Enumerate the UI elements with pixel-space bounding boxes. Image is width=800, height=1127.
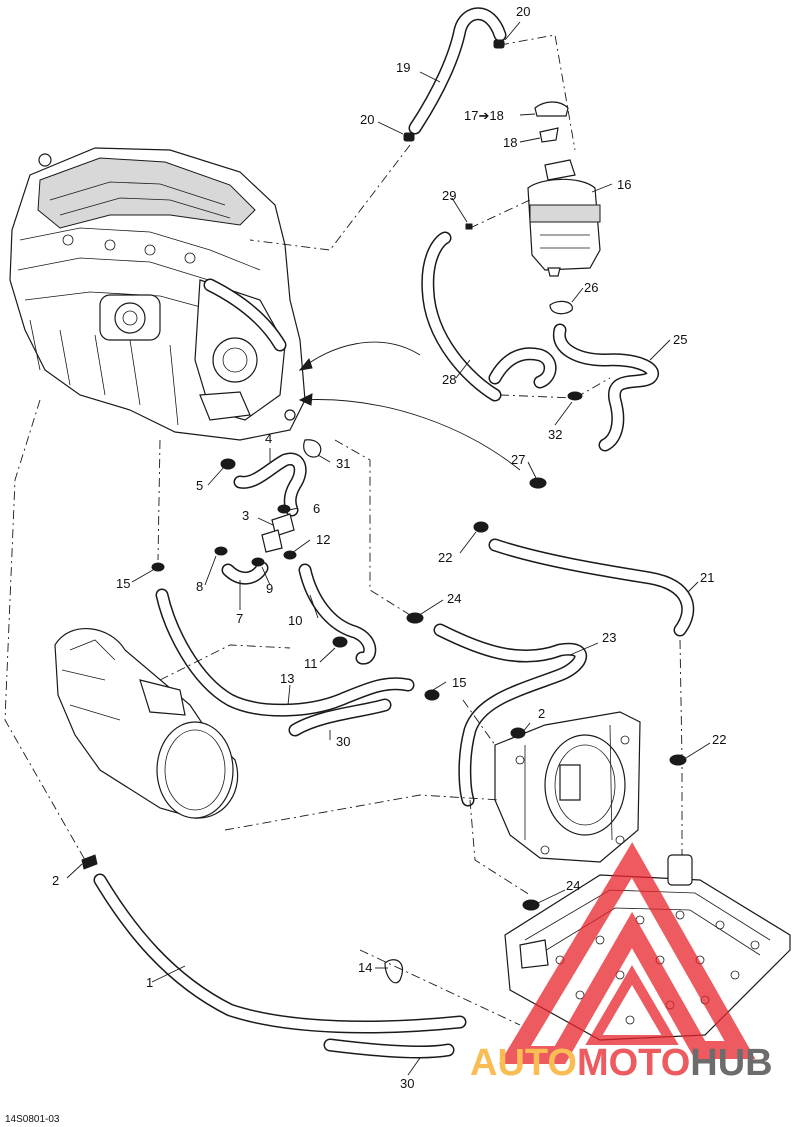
- coolant-reservoir: [527, 101, 601, 315]
- callout-25: 25: [673, 332, 687, 347]
- watermark-text-moto: MOTO: [577, 1042, 690, 1084]
- callout-14: 14: [358, 960, 372, 975]
- fittings: [261, 439, 404, 984]
- callout-4: 4: [265, 431, 272, 446]
- callout-28: 28: [442, 372, 456, 387]
- watermark-text-hub: HUB: [690, 1042, 772, 1084]
- watermark-triangle-inner: [585, 965, 679, 1045]
- callout-5: 5: [196, 478, 203, 493]
- callout-2: 2: [52, 873, 59, 888]
- callout-19: 19: [396, 60, 410, 75]
- callout-20: 20: [360, 112, 374, 127]
- callout-10: 10: [288, 613, 302, 628]
- callout-30: 30: [400, 1076, 414, 1091]
- callout-12: 12: [316, 532, 330, 547]
- callout-20: 20: [516, 4, 530, 19]
- leader-lines: [66, 21, 711, 1076]
- callout-labels: 1 2 2 3 4 5 6 7 8 9 10 11 12 13 14 15 15…: [52, 4, 726, 1091]
- callout-24: 24: [566, 878, 580, 893]
- muffler-assembly: [54, 628, 239, 819]
- callout-29: 29: [442, 188, 456, 203]
- callout-1: 1: [146, 975, 153, 990]
- clamps: [81, 39, 687, 911]
- routing-lines: [4, 34, 683, 1026]
- routing-arrows: [298, 341, 521, 471]
- engine-assembly: [9, 147, 306, 441]
- callout-27: 27: [511, 452, 525, 467]
- svg-text:AUTOMOTOHUB: AUTOMOTOHUB: [470, 1042, 773, 1084]
- callout-30: 30: [336, 734, 350, 749]
- callout-31: 31: [336, 456, 350, 471]
- hoses: [93, 7, 695, 1059]
- automotohub-watermark: AUTOMOTOHUB: [470, 842, 773, 1084]
- callout-18: 18: [503, 135, 517, 150]
- document-id: 14S0801-03: [5, 1114, 60, 1125]
- callout-21: 21: [700, 570, 714, 585]
- callout-15: 15: [116, 576, 130, 591]
- callout-16: 16: [617, 177, 631, 192]
- callout-24: 24: [447, 591, 461, 606]
- callout-9: 9: [266, 581, 273, 596]
- intercooler-housing: [494, 711, 641, 863]
- callout-8: 8: [196, 579, 203, 594]
- callout-2: 2: [538, 706, 545, 721]
- callout-22: 22: [712, 732, 726, 747]
- callout-17-to-18: 17➔18: [464, 108, 504, 123]
- callout-3: 3: [242, 508, 249, 523]
- callout-13: 13: [280, 671, 294, 686]
- callout-6: 6: [313, 501, 320, 516]
- callout-7: 7: [236, 611, 243, 626]
- callout-22: 22: [438, 550, 452, 565]
- callout-15: 15: [452, 675, 466, 690]
- callout-26: 26: [584, 280, 598, 295]
- callout-23: 23: [602, 630, 616, 645]
- watermark-text-auto: AUTO: [470, 1042, 577, 1084]
- callout-11: 11: [304, 656, 318, 671]
- watermark-triangle-mark: [499, 842, 756, 1064]
- callout-32: 32: [548, 427, 562, 442]
